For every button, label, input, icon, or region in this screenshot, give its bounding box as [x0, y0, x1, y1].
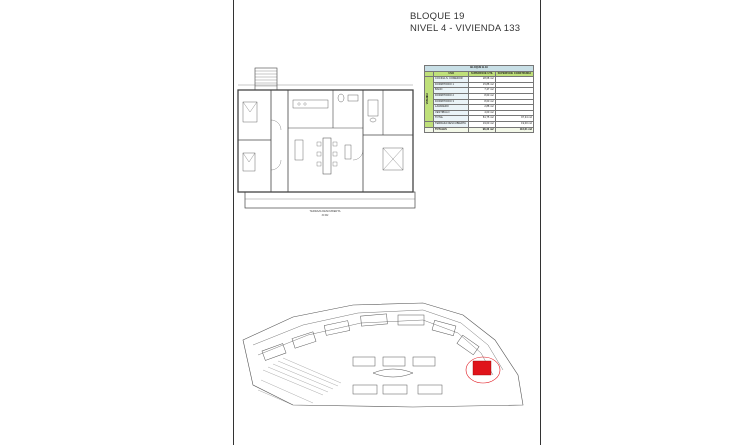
row-label: DORMITORIO 3	[432, 98, 470, 106]
row-built: 116,61 m2	[494, 126, 535, 134]
table-row: DORMITORIO 1 15,88 m2	[425, 81, 535, 89]
row-useful: 7,47 m2	[468, 87, 496, 94]
table-row: VIVIENDA COCINA-S. COMEDOR 28,68 m2	[424, 76, 535, 122]
row-useful: 8,60 m2	[468, 98, 496, 106]
table-row: VESTIBULO 4,00 m2	[425, 109, 535, 117]
highlighted-unit	[472, 360, 492, 376]
table-row: TOTAL 81,75 m2 97,34 m2	[425, 115, 535, 122]
row-label: LAVADERO	[432, 104, 470, 111]
row-label: DORMITORIO 2	[432, 93, 470, 100]
row-built	[494, 87, 535, 94]
floor-plan: TERRAZA DESCUBIERTA 30 M2	[237, 67, 416, 217]
col-built: SUPERFICIE CONSTRUIDA	[494, 70, 535, 78]
site-plan	[242, 302, 524, 408]
terrace-row: TERRAZA DESCUBIERTA 19,00 m2 19,00 m2	[424, 120, 535, 128]
row-useful: 28,68 m2	[468, 76, 496, 83]
table-title: BLOQUE B-19	[424, 65, 534, 72]
highlight-circle	[465, 356, 501, 384]
row-useful: 19,00 m2	[468, 120, 496, 128]
terrace-area-label: 30 M2	[322, 214, 329, 217]
row-built	[494, 93, 535, 100]
terrace-label: TERRAZA DESCUBIERTA	[310, 209, 341, 213]
area-table: BLOQUE B-19 USO SUPERFICIE UTIL SUPERFIC…	[424, 65, 535, 134]
row-label: COCINA-S. COMEDOR	[432, 76, 470, 83]
table-row: BAÑO 7,47 m2	[425, 87, 535, 94]
stair	[254, 67, 278, 91]
row-useful: 4,00 m2	[468, 109, 496, 117]
row-label: BAÑO	[432, 87, 470, 94]
row-built: 19,00 m2	[494, 120, 535, 128]
col-use: USO	[432, 70, 470, 78]
row-useful: 81,75 m2	[468, 115, 496, 122]
outer-wall	[237, 89, 414, 193]
side-label: VIVIENDA	[426, 93, 429, 105]
row-useful: 8,60 m2	[468, 93, 496, 100]
table-row: DORMITORIO 3 8,60 m2	[425, 98, 535, 106]
row-label: DORMITORIO 1	[432, 81, 470, 89]
table-row: LAVADERO 2,88 m2	[425, 104, 535, 111]
row-built	[494, 76, 535, 83]
row-built: 97,34 m2	[494, 115, 535, 122]
row-label: VESTIBULO	[432, 109, 470, 117]
row-useful: 15,88 m2	[468, 81, 496, 89]
block-title: BLOQUE 19	[410, 11, 465, 22]
row-label: TOTAL	[432, 115, 470, 122]
row-built	[494, 98, 535, 106]
row-built	[494, 104, 535, 111]
row-label: TOTALES	[432, 126, 470, 134]
totals-row: TOTALES 98,33 m2 116,61 m2	[424, 126, 535, 134]
col-useful: SUPERFICIE UTIL	[468, 70, 496, 78]
row-useful: 98,33 m2	[468, 126, 496, 134]
unit-title: NIVEL 4 - VIVIENDA 133	[410, 23, 521, 34]
row-useful: 2,88 m2	[468, 104, 496, 111]
row-built	[494, 109, 535, 117]
row-label: TERRAZA DESCUBIERTA	[432, 120, 470, 128]
table-row: DORMITORIO 2 8,60 m2	[425, 93, 535, 100]
row-built	[494, 81, 535, 89]
